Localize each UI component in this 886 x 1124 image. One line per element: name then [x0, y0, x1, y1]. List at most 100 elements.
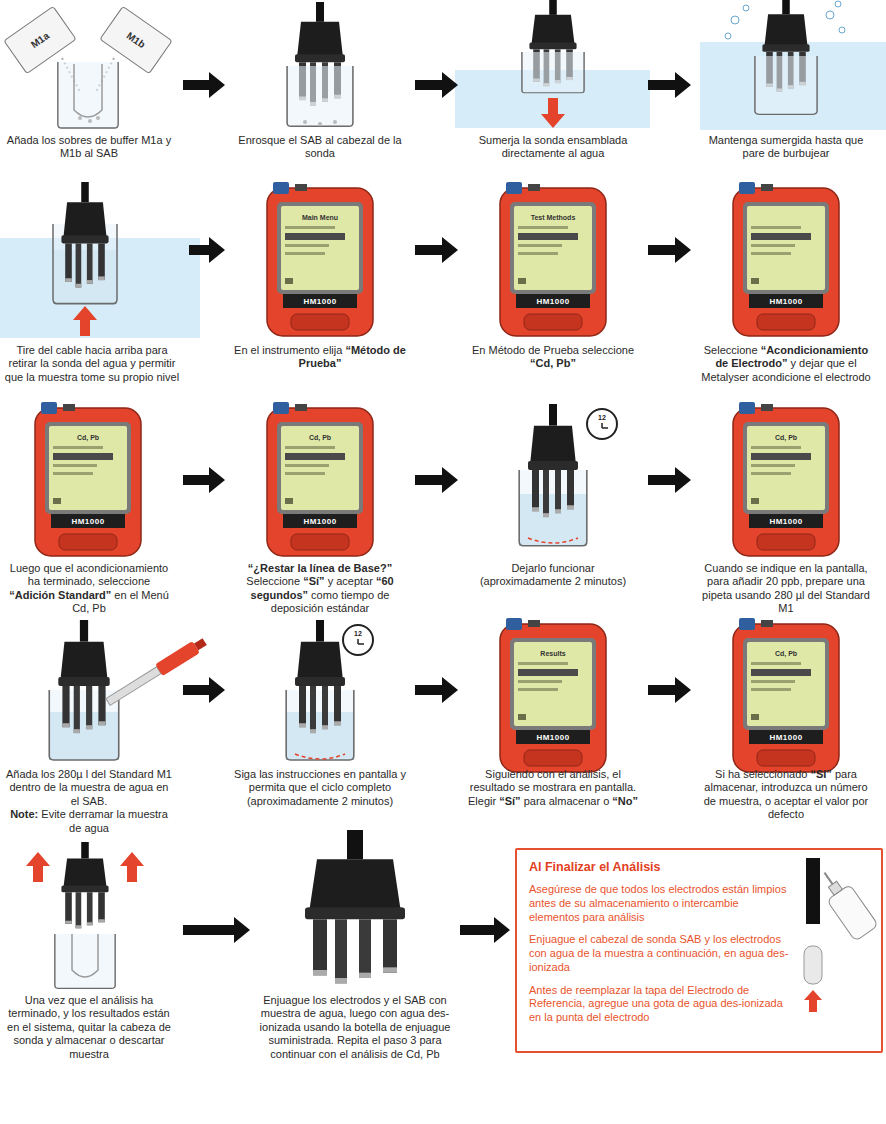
- step-caption: En Método de Prueba seleccione “Cd, Pb”: [467, 344, 639, 371]
- sachet-label: M1b: [125, 30, 148, 50]
- step-panel: En Método de Prueba seleccione “Cd, Pb”: [463, 182, 643, 371]
- note-text: Antes de reemplazar la tapa del Electrod…: [529, 984, 791, 1025]
- note-heading: Al Finalizar el Análisis: [529, 860, 791, 874]
- emphasis: “SI”: [810, 768, 831, 780]
- step-arrow: [183, 677, 225, 703]
- powder: [96, 116, 100, 120]
- device-model: HM1000: [71, 517, 104, 526]
- red-arrow: [73, 306, 97, 336]
- sab-cup: [55, 934, 115, 988]
- rinse-bottle: [804, 858, 878, 1012]
- step-arrow: [648, 467, 691, 493]
- step-panel: Enjuague los electrodos y el SAB con mue…: [255, 842, 455, 1061]
- step-caption: Dejarlo funcionar (aproximadamente 2 min…: [467, 562, 639, 589]
- powder: [333, 120, 337, 124]
- emphasis: “¿Restar la línea de Base?”: [248, 562, 392, 574]
- sab-cup: [287, 66, 353, 126]
- step-caption: Enjuague los electrodos y el SAB con mue…: [259, 994, 451, 1061]
- bottle-neck: [828, 881, 842, 895]
- step-arrow: [648, 72, 691, 98]
- step-panel: Una vez que el análisis ha terminado, y …: [0, 842, 178, 1061]
- step-arrow: [460, 917, 510, 943]
- bubble: [731, 16, 739, 24]
- sab-cup: [58, 62, 118, 128]
- note-box: Al Finalizar el AnálisisAsegúrese de que…: [515, 848, 883, 1053]
- step-arrow: [189, 237, 225, 263]
- emphasis: “No”: [612, 795, 638, 807]
- metalyser-device: [500, 618, 606, 772]
- metalyser-device: [733, 618, 839, 772]
- standard-addition: [49, 620, 208, 760]
- emphasis: “Cd, Pb”: [530, 357, 576, 369]
- screen-title: Cd, Pb: [775, 650, 797, 657]
- device-model: HM1000: [303, 517, 336, 526]
- step-panel: Sumerja la sonda ensamblada directamente…: [463, 0, 643, 161]
- bubble: [743, 5, 749, 11]
- u-tube: [72, 934, 98, 977]
- step-caption: Enrosque el SAB al cabezal de la sonda: [234, 134, 406, 161]
- device-model: HM1000: [769, 517, 802, 526]
- red-arrow: [120, 852, 144, 882]
- electrode-cap: [804, 946, 822, 984]
- emphasis: “Sí”: [303, 575, 324, 587]
- device-model: HM1000: [536, 297, 569, 306]
- clock-number: 12: [354, 630, 362, 637]
- emphasis: Note:: [10, 808, 38, 820]
- device-model: HM1000: [536, 733, 569, 742]
- screen-title: Cd, Pb: [77, 434, 99, 441]
- step-arrow: [415, 237, 458, 263]
- probe: [61, 842, 108, 928]
- probe-assembly: [287, 2, 353, 126]
- step-panel: Añada los 280µ l del Standard M1 dentro …: [0, 618, 178, 835]
- device-model: HM1000: [769, 297, 802, 306]
- step-panel: Si ha seleccionado “SI” para almacenar, …: [696, 618, 876, 822]
- pipette-tip: [106, 667, 161, 706]
- step-panel: Siguiendo con el análisis, el resultado …: [463, 618, 643, 808]
- clock: [343, 625, 373, 655]
- probe: [305, 830, 405, 983]
- emphasis: “Acondicionamiento de Electrodo”: [715, 344, 868, 369]
- probe: [61, 182, 108, 287]
- step-caption: En el instrumento elija “Método de Prueb…: [234, 344, 406, 371]
- pipette-body: [155, 641, 200, 676]
- step-caption: Note: Evite derramar la muestra de agua: [4, 808, 174, 835]
- powder: [78, 116, 82, 120]
- screen-title: Cd, Pb: [309, 434, 331, 441]
- metalyser-device: [267, 402, 373, 556]
- step-panel: Siga las instrucciones en pantalla y per…: [230, 618, 410, 808]
- step-caption: “¿Restar la línea de Base?” Seleccione “…: [234, 562, 406, 616]
- device-model: HM1000: [303, 297, 336, 306]
- step-caption: Sumerja la sonda ensamblada directamente…: [467, 134, 639, 161]
- step-caption: Añada los 280µ l del Standard M1 dentro …: [4, 768, 174, 808]
- step-caption: Añada los sobres de buffer M1a y M1b al …: [4, 134, 174, 161]
- electrodes-closeup: [305, 830, 405, 983]
- step-caption: Tire del cable hacia arriba para retirar…: [4, 344, 180, 384]
- step-arrow: [648, 237, 691, 263]
- bottle-nozzle: [824, 873, 832, 884]
- probe: [528, 404, 578, 517]
- step-caption: Mantenga sumergida hasta que pare de bur…: [700, 134, 872, 161]
- pipette-plunger: [194, 638, 207, 650]
- probe: [806, 858, 820, 924]
- probe: [295, 620, 345, 733]
- sab-cup: [755, 56, 817, 114]
- step-caption: Una vez que el análisis ha terminado, y …: [4, 994, 174, 1061]
- powder: [88, 119, 92, 123]
- probe-withdraw: [0, 182, 200, 338]
- red-arrow: [26, 852, 50, 882]
- clock-hands: [602, 423, 608, 428]
- u-tube: [74, 64, 102, 117]
- metalyser-device: [733, 402, 839, 556]
- sab-cup: [522, 52, 584, 93]
- emphasis: “Adición Standard”: [9, 589, 111, 601]
- screen-title: Cd, Pb: [775, 434, 797, 441]
- step-arrow: [415, 677, 458, 703]
- probe-bubbles: [700, 0, 886, 130]
- step-panel: Enrosque el SAB al cabezal de la sonda: [230, 0, 410, 161]
- step-arrow: [415, 72, 458, 98]
- step-arrow: [648, 677, 691, 703]
- clock: [587, 409, 617, 439]
